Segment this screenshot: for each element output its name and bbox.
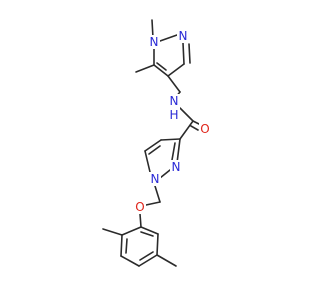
atom-label: N xyxy=(150,35,159,49)
bond xyxy=(140,226,159,235)
bond xyxy=(188,43,191,64)
bond xyxy=(156,233,159,256)
bond xyxy=(139,251,154,261)
atom-label: N xyxy=(179,29,188,43)
bond xyxy=(148,145,161,155)
bond xyxy=(167,75,181,93)
bond xyxy=(171,142,176,161)
atom-label: O xyxy=(135,200,144,214)
bond xyxy=(102,228,123,236)
bond xyxy=(156,62,167,71)
atom-n-pyrazole-bottom-n1: N xyxy=(149,172,161,186)
bond xyxy=(159,169,171,179)
bond xyxy=(156,254,177,267)
bond xyxy=(192,120,200,125)
atom-amide-nh: N H xyxy=(168,94,180,122)
bond xyxy=(135,64,155,73)
structure-svg: N N N H O N N xyxy=(102,19,211,267)
bond xyxy=(144,139,162,152)
bond xyxy=(145,201,161,206)
bond xyxy=(138,254,158,267)
atom-n-pyrazole-top: N xyxy=(177,29,189,43)
molecule-diagram: N N N H O N N xyxy=(102,19,211,267)
bond xyxy=(120,234,123,257)
bond xyxy=(139,213,142,228)
bond xyxy=(140,231,154,237)
bond xyxy=(154,185,161,203)
atom-o-ether: O xyxy=(134,200,146,214)
bond xyxy=(159,34,178,42)
bond xyxy=(153,64,169,77)
bond xyxy=(144,150,151,173)
atom-o-carbonyl: O xyxy=(199,122,211,136)
atom-label: N xyxy=(172,160,181,174)
bond xyxy=(167,63,185,77)
bond xyxy=(176,138,181,164)
atom-n-methyl-top: N xyxy=(148,35,160,49)
atom-n-pyrazole-bottom-n2: N xyxy=(170,160,182,174)
bond xyxy=(125,238,128,254)
bond xyxy=(190,125,199,131)
bond xyxy=(160,138,181,141)
bond xyxy=(121,226,142,236)
bond xyxy=(182,42,185,65)
atom-label: H xyxy=(169,108,178,122)
atom-label: N xyxy=(151,172,160,186)
bond xyxy=(120,255,140,267)
bond xyxy=(179,107,194,122)
atom-layer: N N N H O N N xyxy=(134,29,211,214)
bond-layer xyxy=(102,19,200,267)
bond xyxy=(179,120,194,140)
atom-label: O xyxy=(200,122,209,136)
atom-label: N xyxy=(170,94,179,108)
